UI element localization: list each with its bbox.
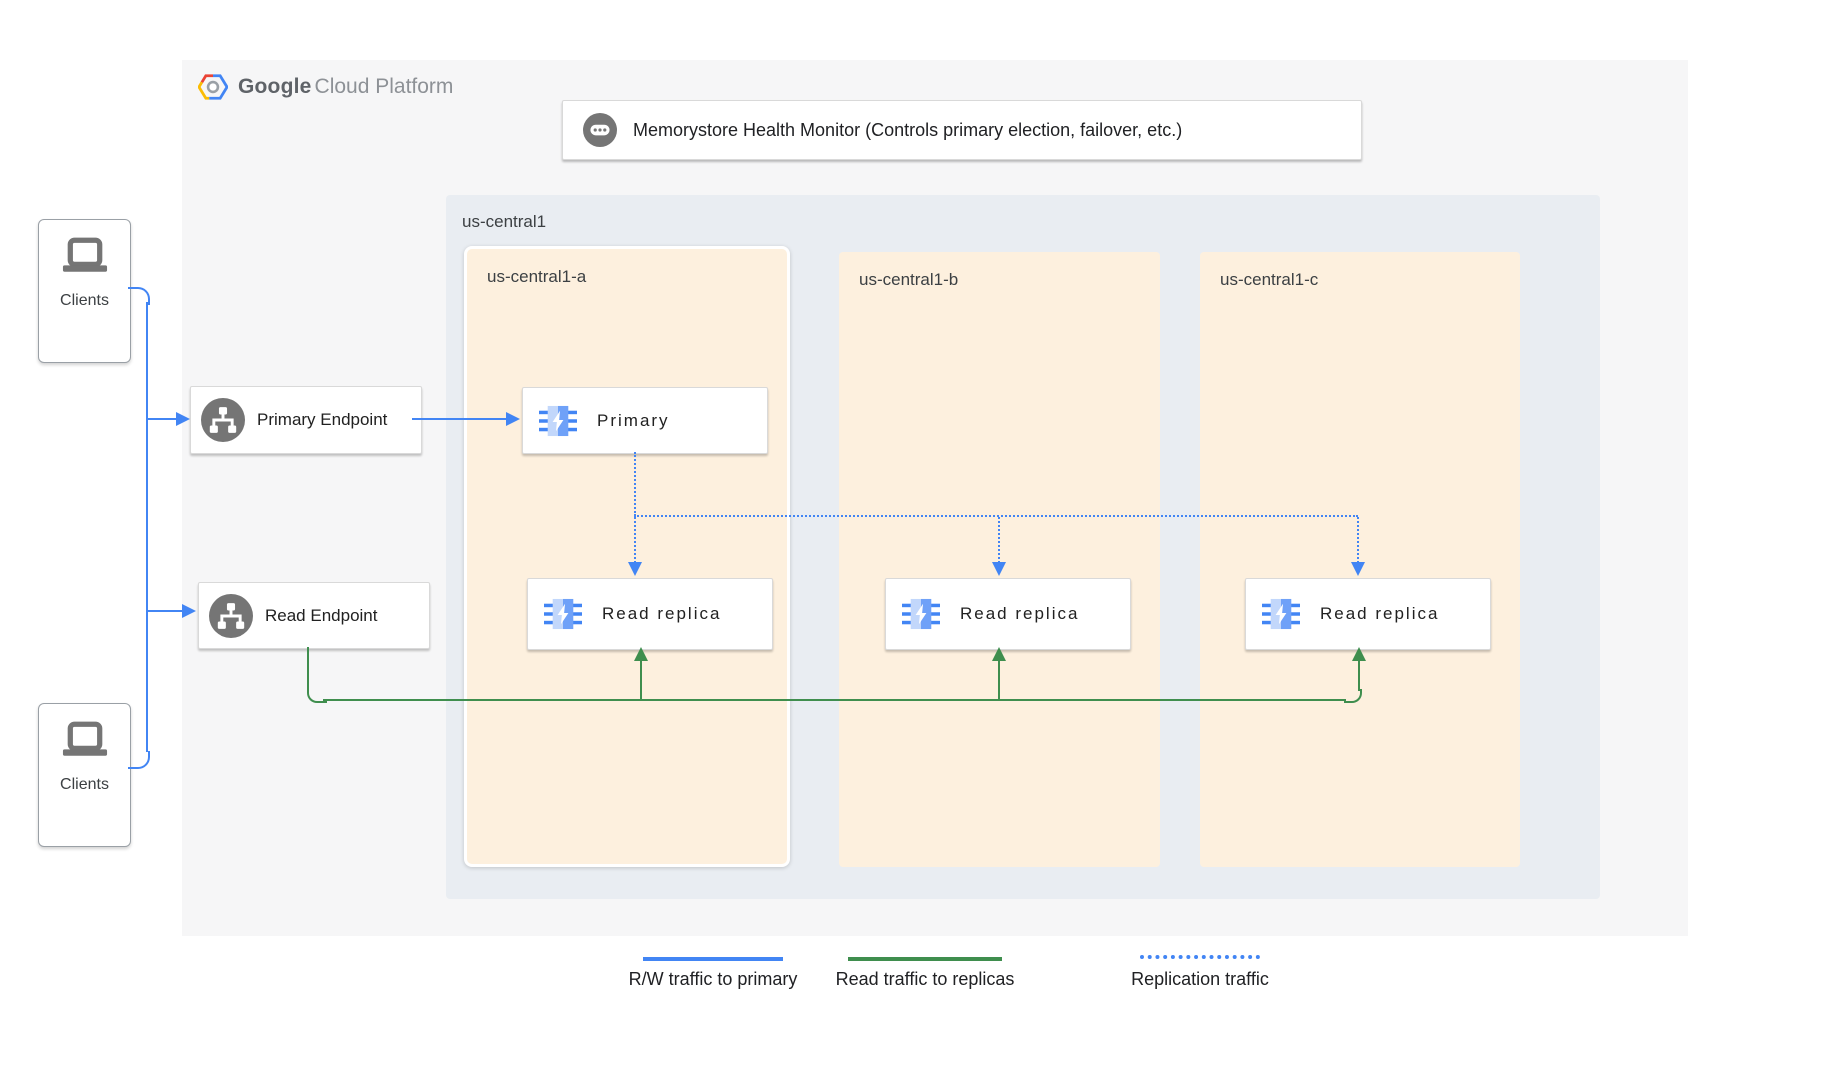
arrowhead-read-replica-c bbox=[1352, 647, 1366, 661]
connector-replication-bus bbox=[634, 515, 1358, 517]
primary-node-label: Primary bbox=[597, 410, 670, 430]
primary-node-card: Primary bbox=[522, 387, 768, 454]
zone-a-label: us-central1-a bbox=[487, 267, 587, 286]
clients-bottom-card: Clients bbox=[38, 703, 131, 847]
connector-read-branch-b bbox=[998, 661, 1000, 701]
connector-rw-corner-top bbox=[128, 287, 150, 305]
memorystore-icon bbox=[544, 598, 582, 630]
arrowhead-read-replica-a bbox=[634, 647, 648, 661]
legend-label-read: Read traffic to replicas bbox=[835, 969, 1015, 989]
read-replica-a-label: Read replica bbox=[602, 604, 722, 623]
connector-rw-to-primary-endpoint bbox=[148, 418, 178, 420]
connector-read-drop bbox=[307, 647, 309, 691]
clients-top-label: Clients bbox=[60, 292, 109, 309]
health-monitor-card: Memorystore Health Monitor (Controls pri… bbox=[562, 100, 1362, 160]
memorystore-icon bbox=[1262, 598, 1300, 630]
connector-replication-branch-c bbox=[1357, 517, 1359, 563]
primary-endpoint-card: Primary Endpoint bbox=[190, 386, 422, 454]
legend-line-rw bbox=[643, 957, 783, 961]
clients-top-card: Clients bbox=[38, 219, 131, 363]
connector-replication-drop bbox=[634, 452, 636, 516]
read-replica-b-label: Read replica bbox=[960, 604, 1080, 623]
arrowhead-to-primary-node bbox=[506, 412, 520, 426]
logo-text-cloud-platform: Cloud Platform bbox=[314, 75, 454, 98]
zone-c-label: us-central1-c bbox=[1220, 270, 1319, 289]
zone-us-central1-c: us-central1-c bbox=[1200, 252, 1520, 867]
endpoint-sitemap-icon bbox=[209, 593, 253, 638]
connector-endpoint-to-primary bbox=[412, 418, 508, 420]
legend-line-replication bbox=[1140, 955, 1260, 959]
zone-us-central1-a: us-central1-a bbox=[464, 246, 790, 867]
connector-replication-branch-a bbox=[634, 517, 636, 563]
laptop-icon bbox=[62, 721, 107, 756]
read-replica-a-card: Read replica bbox=[527, 578, 773, 650]
arrowhead-to-primary-endpoint bbox=[176, 412, 190, 426]
legend-label-rw: R/W traffic to primary bbox=[628, 969, 798, 989]
endpoint-sitemap-icon bbox=[201, 398, 245, 442]
connector-read-branch-c bbox=[1358, 661, 1360, 691]
logo-text-google: Google bbox=[238, 75, 312, 98]
region-label: us-central1 bbox=[462, 212, 547, 231]
memorystore-icon bbox=[902, 598, 940, 630]
health-monitor-label: Memorystore Health Monitor (Controls pri… bbox=[633, 119, 1183, 140]
zone-b-label: us-central1-b bbox=[859, 270, 959, 289]
read-replica-c-card: Read replica bbox=[1245, 578, 1491, 650]
connector-rw-to-read-endpoint bbox=[148, 610, 184, 612]
connector-read-corner-right bbox=[1344, 689, 1362, 703]
arrowhead-replication-a bbox=[628, 562, 642, 576]
read-replica-c-label: Read replica bbox=[1320, 604, 1440, 623]
connector-read-corner-left bbox=[307, 689, 327, 703]
memorystore-icon bbox=[539, 405, 577, 436]
read-endpoint-card: Read Endpoint bbox=[198, 582, 430, 649]
gcp-logo: Google Cloud Platform bbox=[198, 72, 453, 102]
legend-line-read bbox=[848, 957, 1002, 961]
connector-rw-corner-bottom bbox=[128, 751, 150, 769]
arrowhead-replication-b bbox=[992, 562, 1006, 576]
arrowhead-to-read-endpoint bbox=[182, 604, 196, 618]
connector-read-branch-a bbox=[640, 661, 642, 701]
legend-label-replication: Replication traffic bbox=[1131, 969, 1269, 989]
connector-read-bus bbox=[323, 699, 1346, 701]
clients-bottom-label: Clients bbox=[60, 776, 109, 793]
gcp-hexagon-icon bbox=[198, 74, 228, 100]
service-ellipsis-icon bbox=[583, 113, 617, 147]
connector-replication-branch-b bbox=[998, 517, 1000, 563]
laptop-icon bbox=[62, 237, 107, 272]
arrowhead-replication-c bbox=[1351, 562, 1365, 576]
read-endpoint-label: Read Endpoint bbox=[265, 605, 378, 625]
connector-rw-trunk bbox=[146, 302, 148, 752]
arrowhead-read-replica-b bbox=[992, 647, 1006, 661]
primary-endpoint-label: Primary Endpoint bbox=[257, 410, 388, 429]
read-replica-b-card: Read replica bbox=[885, 578, 1131, 650]
